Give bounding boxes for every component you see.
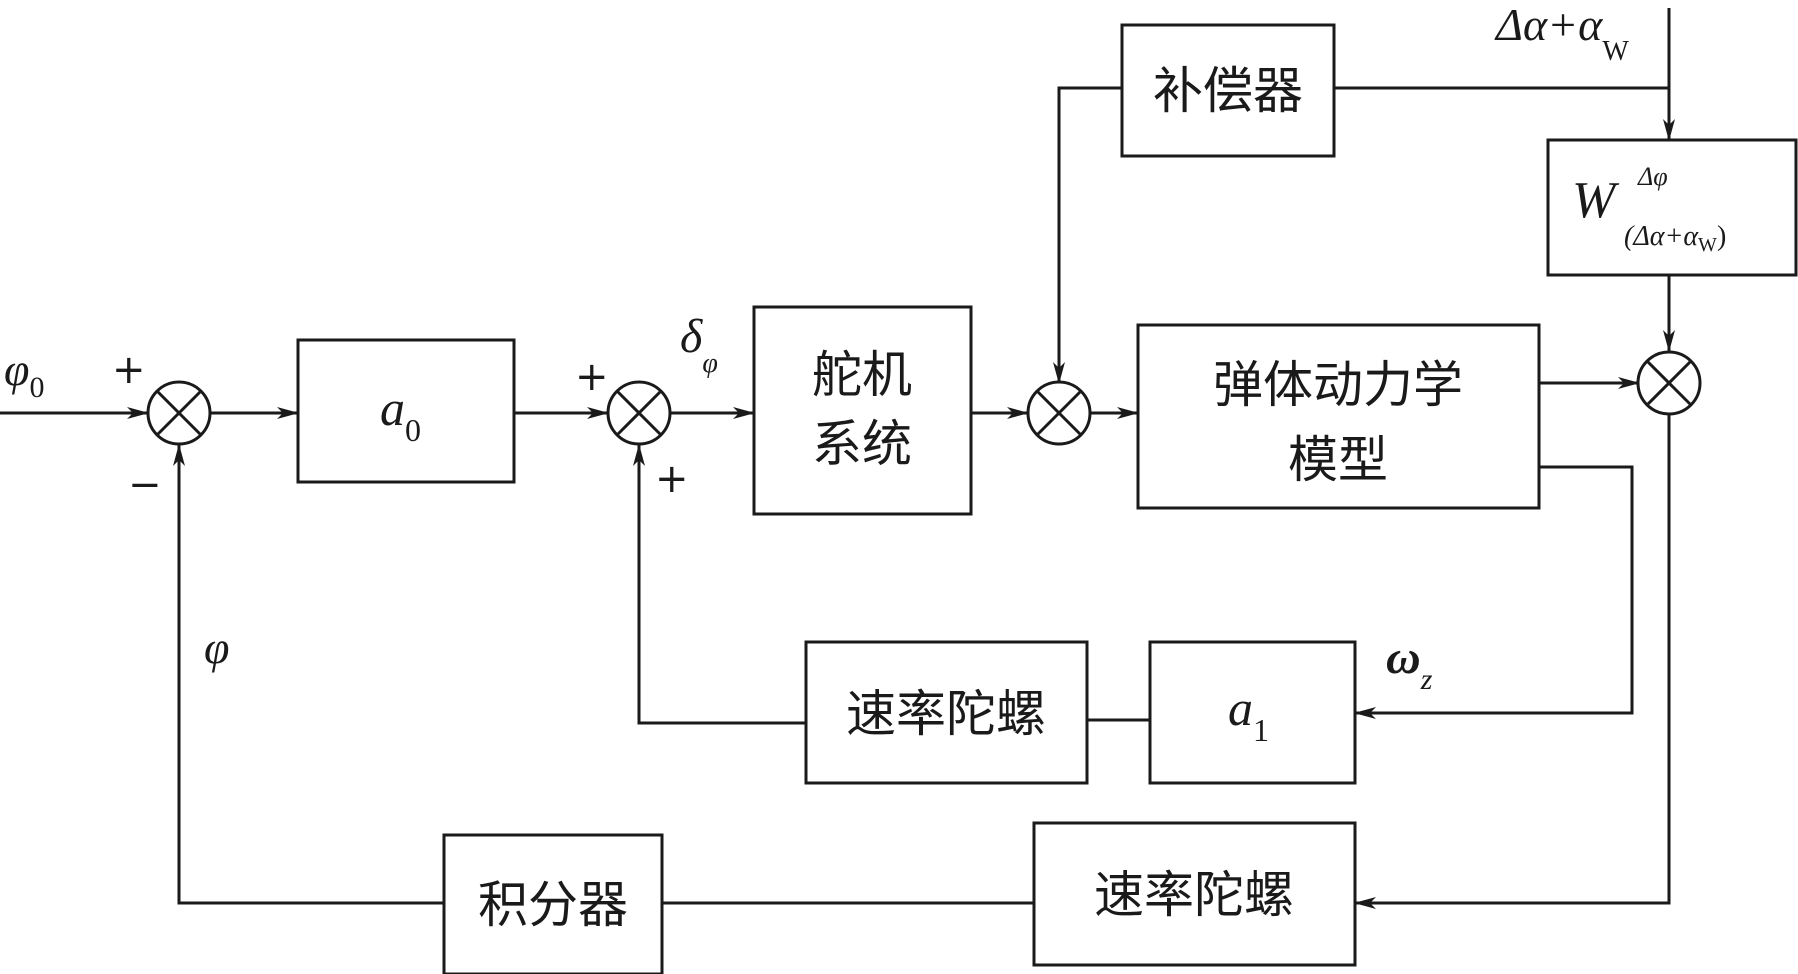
summing-junction-3 xyxy=(1026,380,1092,446)
svg-text:a1: a1 xyxy=(1228,680,1269,748)
disturbance-transfer-block: W Δφ (Δα+αW) xyxy=(1546,138,1798,277)
sum2-plus-top-sign: + xyxy=(575,354,609,400)
phi0-label: φ xyxy=(4,344,29,395)
compensator-to-sum3-wire xyxy=(1053,86,1122,384)
a1-symbol: a xyxy=(1228,680,1253,736)
svg-text:Δα+αW: Δα+αW xyxy=(1494,0,1629,67)
sum1-plus-sign: + xyxy=(112,347,146,393)
svg-text:a0: a0 xyxy=(380,380,421,448)
body-dynamics-label-line2: 模型 xyxy=(1288,431,1388,489)
actuator-block: 舵机 系统 xyxy=(752,305,973,516)
svg-text:δφ: δφ xyxy=(680,310,718,379)
svg-text:φ0: φ0 xyxy=(4,344,44,404)
integrator-label: 积分器 xyxy=(478,876,628,934)
signal-wires xyxy=(0,8,1675,909)
omega-z-subscript: z xyxy=(1420,663,1433,696)
svg-text:(Δα+αW): (Δα+αW) xyxy=(1624,221,1726,256)
compensator-block: 补偿器 xyxy=(1120,23,1336,158)
delta-phi-subscript: φ xyxy=(702,348,718,379)
inner-feedback-wire xyxy=(633,444,806,725)
compensator-label: 补偿器 xyxy=(1153,62,1303,120)
transfer-subscript-w: W xyxy=(1698,234,1717,256)
phi0-subscript: 0 xyxy=(29,371,44,404)
sum2-plus-bottom-sign: + xyxy=(655,456,689,502)
body-dynamics-label-line1: 弹体动力学 xyxy=(1213,356,1463,414)
a1-subscript: 1 xyxy=(1253,712,1269,748)
transfer-superscript: Δφ xyxy=(1637,162,1668,191)
outer-rate-gyro-block: 速率陀螺 xyxy=(1032,821,1357,967)
disturbance-label: Δα+α xyxy=(1494,0,1603,50)
inner-rate-gyro-label: 速率陀螺 xyxy=(846,685,1046,743)
summing-junction-1 xyxy=(146,380,212,446)
a0-subscript: 0 xyxy=(405,412,421,448)
sum4-to-outer-gyro-wire xyxy=(1354,414,1671,909)
summing-junction-2 xyxy=(606,380,672,446)
outer-rate-gyro-label: 速率陀螺 xyxy=(1094,866,1294,924)
a0-gain-block: a0 xyxy=(296,338,516,484)
transfer-main-symbol: W xyxy=(1572,172,1620,229)
omega-z-wire xyxy=(1354,465,1634,719)
transfer-subscript-close: ) xyxy=(1717,221,1726,252)
delta-phi-label: δ xyxy=(680,310,703,363)
svg-text:ωz: ωz xyxy=(1386,631,1433,696)
outer-feedback-wire xyxy=(173,444,444,905)
disturbance-subscript: W xyxy=(1602,36,1629,67)
phi-feedback-label: φ xyxy=(204,622,229,673)
transfer-subscript: (Δα+α xyxy=(1624,221,1699,252)
inner-rate-gyro-block: 速率陀螺 xyxy=(804,640,1089,785)
a0-symbol: a xyxy=(380,380,405,436)
a1-gain-block: a1 xyxy=(1148,640,1357,785)
omega-z-label: ω xyxy=(1386,631,1421,684)
sum1-minus-sign: − xyxy=(128,462,162,508)
integrator-block: 积分器 xyxy=(442,833,664,974)
actuator-label-line2: 系统 xyxy=(812,415,912,473)
summing-junction-4 xyxy=(1636,350,1702,416)
body-dynamics-block: 弹体动力学 模型 xyxy=(1136,323,1541,510)
actuator-label-line1: 舵机 xyxy=(812,346,912,404)
